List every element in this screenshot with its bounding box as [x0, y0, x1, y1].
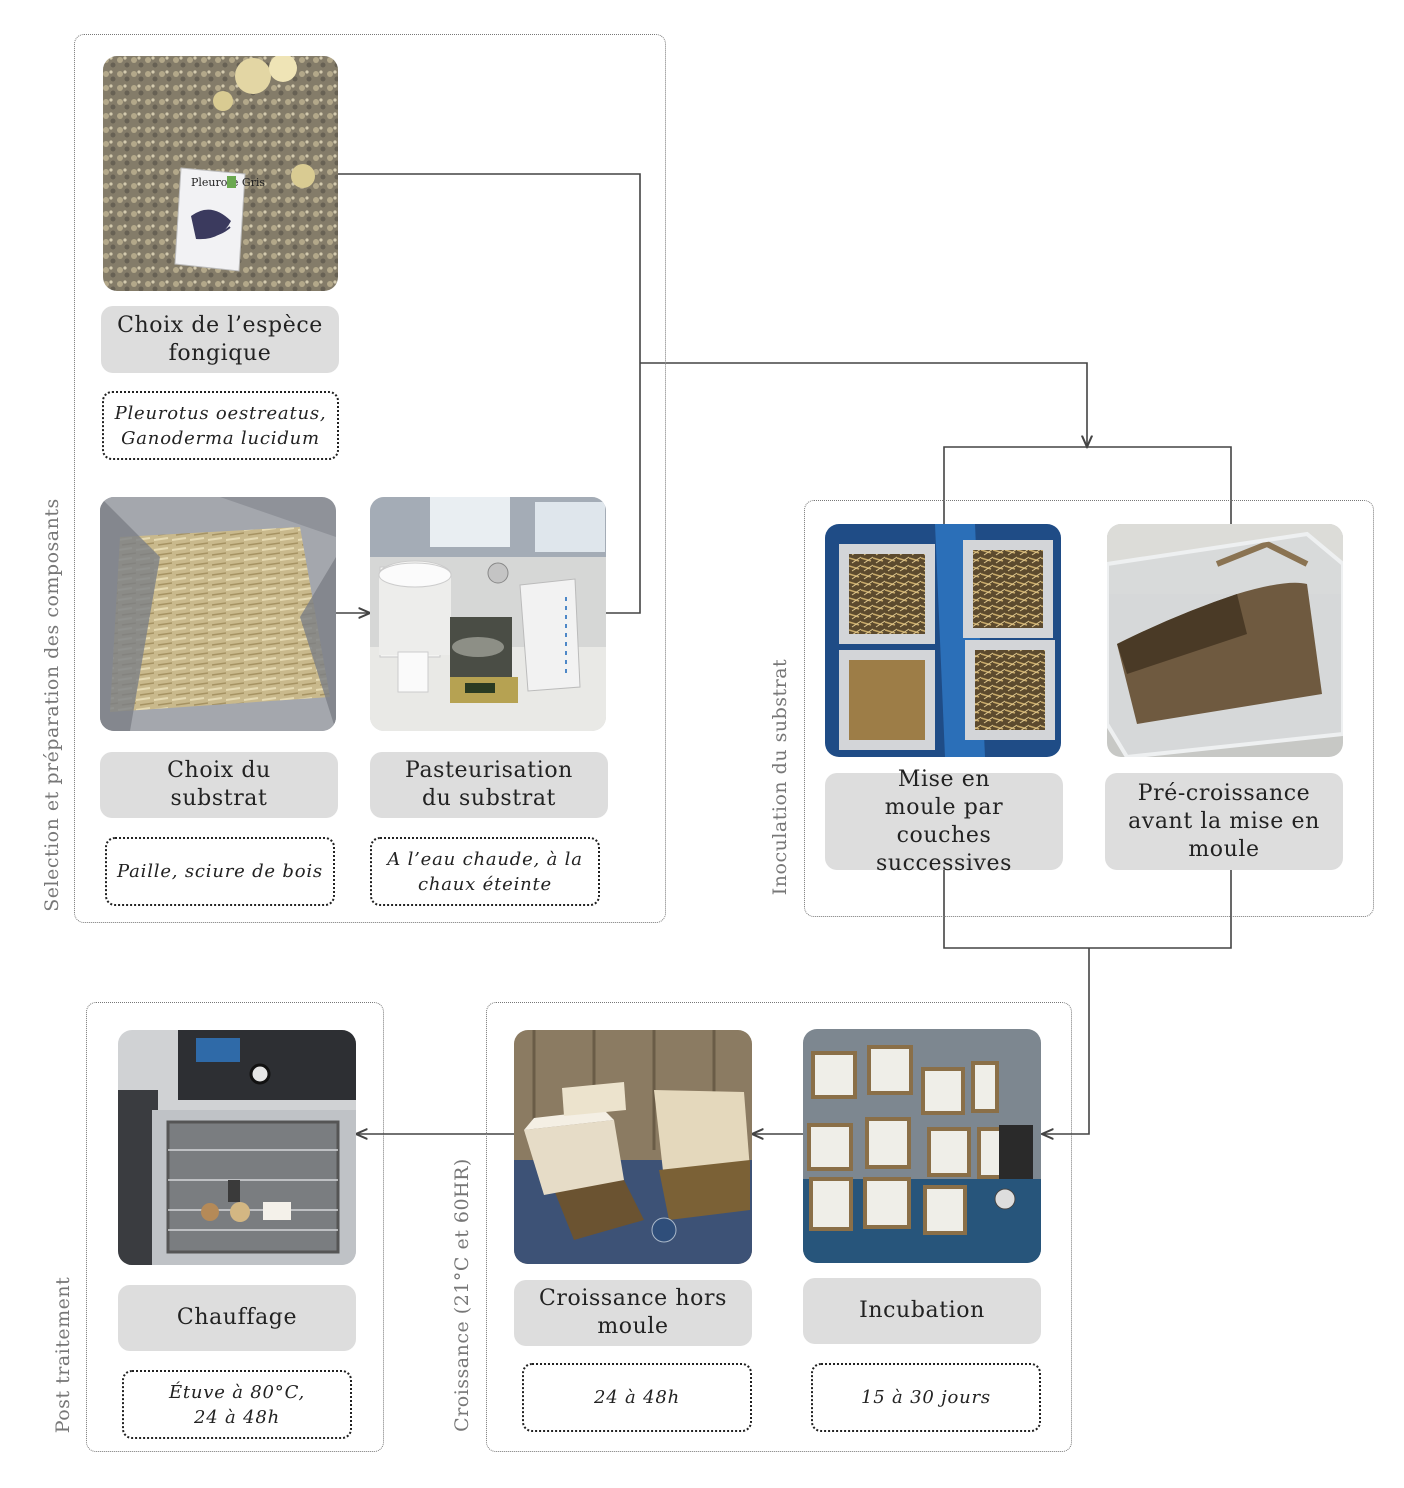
group-inoculation	[804, 500, 1374, 917]
note-pasteurisation-text: A l’eau chaude, à la chaux éteinte	[387, 848, 583, 895]
step-pasteurisation: Pasteurisation du substrat	[370, 752, 608, 818]
note-horsmoule: 24 à 48h	[522, 1363, 752, 1432]
step-incubation: Incubation	[803, 1278, 1041, 1344]
step-moule-label: Mise en moule par couches successives	[875, 766, 1013, 876]
group-label-croissance: Croissance (21°C et 60HR)	[451, 1158, 473, 1432]
connector-to-inoculation	[640, 362, 1087, 447]
photo-substrat	[100, 497, 336, 731]
group-croissance	[486, 1002, 1072, 1452]
note-incubation-text: 15 à 30 jours	[861, 1387, 991, 1408]
step-espece-label: Choix de l’espèce fongique	[117, 312, 323, 366]
group-label-post: Post traitement	[52, 1276, 74, 1434]
step-espece: Choix de l’espèce fongique	[101, 306, 339, 373]
step-precroissance-label: Pré-croissance avant la mise en moule	[1128, 780, 1320, 862]
step-chauffage: Chauffage	[118, 1285, 356, 1351]
step-moule: Mise en moule par couches successives	[825, 767, 1063, 876]
photo-pasteurisation	[370, 497, 606, 731]
group-label-selection: Selection et préparation des composants	[41, 498, 63, 912]
note-pasteurisation: A l’eau chaude, à la chaux éteinte	[370, 837, 600, 906]
note-substrat-text: Paille, sciure de bois	[117, 861, 323, 882]
step-incubation-label: Incubation	[859, 1298, 985, 1323]
step-horsmoule: Croissance hors moule	[514, 1280, 752, 1346]
step-chauffage-label: Chauffage	[176, 1305, 298, 1330]
step-pasteurisation-label: Pasteurisation du substrat	[405, 758, 573, 811]
photo-incubation	[803, 1029, 1041, 1263]
note-espece-text: Pleurotus oestreatus, Ganoderma lucidum	[114, 402, 327, 449]
note-espece: Pleurotus oestreatus, Ganoderma lucidum	[102, 391, 339, 460]
photo-horsmoule	[514, 1030, 752, 1264]
note-substrat: Paille, sciure de bois	[105, 837, 335, 906]
step-precroissance: Pré-croissance avant la mise en moule	[1105, 773, 1343, 870]
photo-chauffage	[118, 1030, 356, 1265]
photo-moule	[825, 524, 1061, 757]
step-substrat: Choix du substrat	[100, 752, 338, 818]
group-selection	[74, 34, 666, 923]
note-chauffage-text: Étuve à 80°C, 24 à 48h	[168, 1381, 306, 1428]
note-horsmoule-text: 24 à 48h	[594, 1387, 680, 1408]
photo-precroissance	[1107, 524, 1343, 757]
step-substrat-label: Choix du substrat	[167, 758, 271, 811]
group-post	[86, 1002, 384, 1452]
note-chauffage: Étuve à 80°C, 24 à 48h	[122, 1370, 352, 1439]
note-incubation: 15 à 30 jours	[811, 1363, 1041, 1432]
photo-espece: Pleurote Gris	[103, 56, 338, 291]
group-label-inoculation: Inoculation du substrat	[769, 658, 791, 896]
step-horsmoule-label: Croissance hors moule	[538, 1286, 728, 1339]
